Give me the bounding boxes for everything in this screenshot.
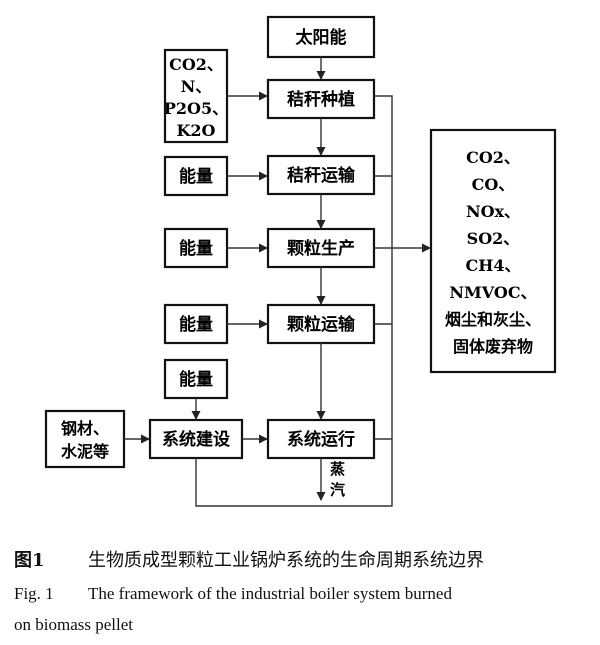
caption-text-en-2: on biomass pellet	[14, 615, 133, 634]
energy-label-3: 能量	[179, 314, 213, 335]
nutrient-p2o5: P2O5、	[164, 99, 228, 118]
input-nutrients	[163, 48, 229, 144]
node-straw-transport-label: 秸秆运输	[287, 165, 356, 186]
output-emissions	[429, 128, 557, 374]
nutrient-n: N、	[181, 77, 212, 96]
energy-label-1: 能量	[179, 166, 213, 187]
node-solar-label: 太阳能	[296, 27, 347, 48]
node-solar	[266, 15, 376, 59]
node-operation	[266, 418, 376, 460]
emission-so2: SO2、	[467, 229, 520, 248]
emission-ch4: CH4、	[466, 256, 521, 275]
node-planting-label: 秸秆种植	[287, 89, 355, 110]
emission-dust: 烟尘和灰尘、	[445, 310, 541, 329]
input-energy-4	[163, 358, 229, 400]
node-pellet-production-label: 颗粒生产	[287, 238, 355, 259]
emission-solid-waste: 固体废弃物	[453, 337, 533, 356]
caption-label-en: Fig. 1	[14, 584, 54, 603]
input-energy-2	[163, 227, 229, 269]
energy-label-4: 能量	[179, 369, 213, 390]
caption-label-cn: 图1	[14, 550, 45, 571]
materials-steel: 钢材、	[61, 419, 109, 438]
input-materials	[44, 409, 126, 469]
nutrient-k2o: K2O	[177, 121, 216, 140]
materials-cement: 水泥等	[61, 442, 109, 461]
caption-text-cn: 生物质成型颗粒工业锅炉系统的生命周期系统边界	[88, 550, 484, 571]
node-pellet-transport-label: 颗粒运输	[287, 314, 356, 335]
emission-nmvoc: NMVOC、	[449, 283, 536, 302]
boundary-line	[195, 95, 393, 507]
steam-label-2: 汽	[330, 481, 345, 499]
emission-co: CO、	[472, 175, 515, 194]
emission-co2: CO2、	[466, 148, 520, 167]
emission-nox: NOx、	[466, 202, 520, 221]
nutrient-co2: CO2、	[169, 55, 223, 74]
energy-label-2: 能量	[179, 238, 213, 259]
node-construction-label: 系统建设	[162, 429, 230, 450]
node-operation-label: 系统运行	[287, 429, 355, 450]
steam-label-1: 蒸	[330, 460, 345, 478]
caption-text-en-1: The framework of the industrial boiler s…	[88, 584, 452, 603]
input-energy-1	[163, 155, 229, 197]
